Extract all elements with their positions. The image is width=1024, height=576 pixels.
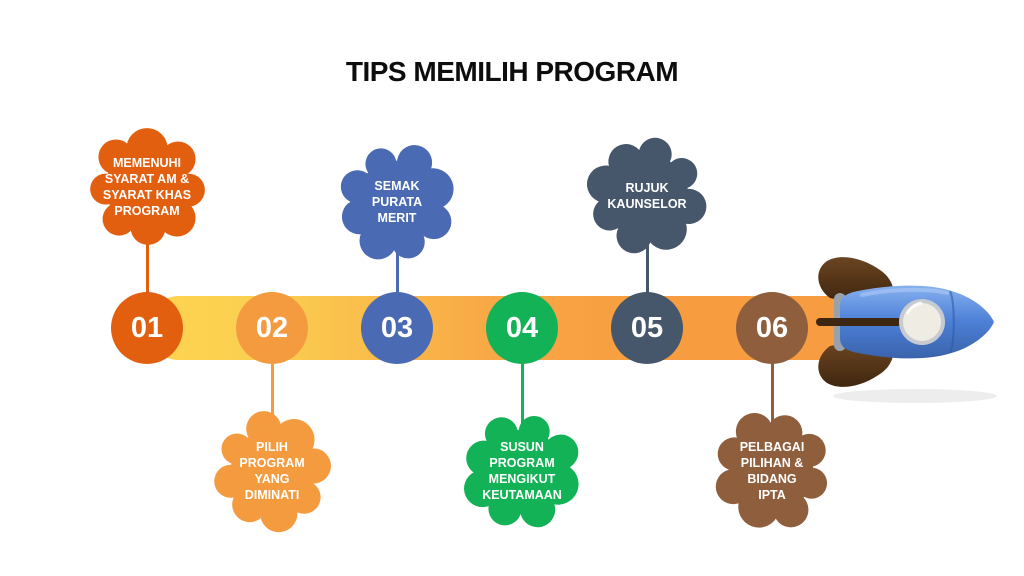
connector-line bbox=[395, 232, 399, 298]
step-number: 06 bbox=[755, 311, 789, 344]
blob-shape bbox=[586, 137, 707, 254]
step-5-number-circle: 05 bbox=[611, 292, 683, 364]
step-number: 03 bbox=[380, 311, 414, 344]
step-3-label: SEMAK PURATA MERIT bbox=[371, 178, 423, 226]
step-6-number-circle: 06 bbox=[736, 292, 808, 364]
step-6-label: PELBAGAI PILIHAN & BIDANG IPTA bbox=[739, 439, 805, 503]
blob-shape bbox=[715, 413, 828, 528]
connector-line bbox=[770, 358, 774, 424]
step-3-number-circle: 03 bbox=[361, 292, 433, 364]
step-1-callout: MEMENUHI SYARAT AM & SYARAT KHAS PROGRAM bbox=[85, 125, 209, 249]
step-2-number-circle: 02 bbox=[236, 292, 308, 364]
blob-shape bbox=[90, 128, 205, 245]
step-5-label: RUJUK KAUNSELOR bbox=[607, 180, 687, 211]
step-4-label: SUSUN PROGRAM MENGIKUT KEUTAMAAN bbox=[482, 439, 562, 503]
connector-line bbox=[645, 232, 649, 298]
step-1-number-circle: 01 bbox=[111, 292, 183, 364]
step-6-callout: PELBAGAI PILIHAN & BIDANG IPTA bbox=[710, 409, 834, 533]
blob-shape bbox=[340, 145, 454, 260]
connector-line bbox=[270, 358, 274, 424]
step-number: 02 bbox=[255, 311, 289, 344]
blob-shape bbox=[214, 411, 331, 533]
blob-shape bbox=[464, 415, 579, 528]
step-1-label: MEMENUHI SYARAT AM & SYARAT KHAS PROGRAM bbox=[102, 155, 192, 219]
page-title: TIPS MEMILIH PROGRAM bbox=[345, 56, 679, 87]
connector-line bbox=[145, 232, 149, 298]
step-3-callout: SEMAK PURATA MERIT bbox=[335, 140, 459, 264]
step-4-callout: SUSUN PROGRAM MENGIKUT KEUTAMAAN bbox=[460, 409, 584, 533]
step-number: 01 bbox=[130, 311, 164, 344]
step-4-number-circle: 04 bbox=[486, 292, 558, 364]
step-5-callout: RUJUK KAUNSELOR bbox=[585, 134, 709, 258]
step-2-label: PILIH PROGRAM YANG DIMINATI bbox=[239, 439, 305, 503]
step-2-callout: PILIH PROGRAM YANG DIMINATI bbox=[210, 409, 334, 533]
rocket-icon bbox=[816, 257, 997, 403]
step-number: 05 bbox=[630, 311, 664, 344]
step-number: 04 bbox=[505, 311, 539, 344]
connector-line bbox=[520, 358, 524, 424]
